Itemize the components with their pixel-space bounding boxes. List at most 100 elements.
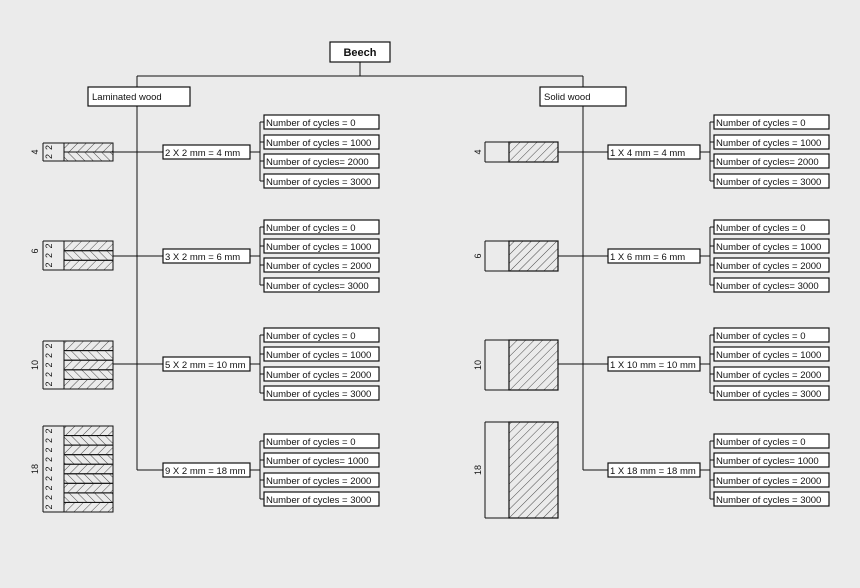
layer-label: 2	[44, 466, 54, 471]
cycle-label: Number of cycles = 2000	[716, 261, 821, 272]
cycle-box	[263, 327, 380, 343]
cycle-label: Number of cycles = 0	[716, 223, 806, 234]
root-label: Beech	[343, 47, 376, 59]
layer-label: 2	[44, 243, 54, 248]
wood-layer	[63, 501, 114, 513]
cycle-label: Number of cycles= 3000	[716, 281, 819, 292]
specimen-label: 1 X 4 mm = 4 mm	[610, 148, 685, 159]
wood-layer	[63, 151, 114, 162]
cycle-label: Number of cycles = 2000	[716, 370, 821, 381]
specimen-label: 1 X 10 mm = 10 mm	[610, 360, 696, 371]
thickness-label: 18	[473, 465, 483, 475]
cycle-box	[263, 153, 380, 169]
cycle-box	[263, 173, 380, 189]
cycle-label: Number of cycles = 0	[266, 331, 356, 342]
cycle-box	[713, 327, 830, 343]
solid-specimen	[508, 421, 559, 519]
layer-label: 2	[44, 372, 54, 377]
cycle-label: Number of cycles = 3000	[716, 389, 821, 400]
solid-group-10: 10 1 X 10 mm = 10 mm Number of cycles = …	[473, 327, 830, 401]
cycle-label: Number of cycles = 1000	[716, 138, 821, 149]
layer-label: 2	[44, 428, 54, 433]
wood-layer	[63, 142, 114, 153]
wood-layer	[63, 473, 114, 484]
thickness-label: 10	[30, 360, 40, 370]
layer-label: 2	[44, 438, 54, 443]
layer-label: 2	[44, 253, 54, 258]
wood-layer	[63, 425, 114, 437]
specimen-label: 1 X 6 mm = 6 mm	[610, 252, 685, 263]
cycle-label: Number of cycles= 2000	[266, 157, 369, 168]
cycle-label: Number of cycles = 2000	[266, 476, 371, 487]
cycle-label: Number of cycles = 1000	[266, 242, 371, 253]
layer-label: 2	[44, 145, 54, 150]
cycle-box	[713, 134, 830, 150]
cycle-label: Number of cycles = 0	[266, 223, 356, 234]
cycle-label: Number of cycles = 1000	[266, 350, 371, 361]
cycle-box	[713, 257, 830, 273]
cycle-label: Number of cycles = 1000	[266, 138, 371, 149]
cycle-box	[713, 472, 830, 488]
cycle-box	[263, 472, 380, 488]
cycle-label: Number of cycles = 0	[716, 437, 806, 448]
thickness-label: 18	[30, 464, 40, 474]
layer-label: 2	[44, 495, 54, 500]
wood-layer	[63, 492, 114, 503]
thickness-label: 4	[30, 149, 40, 154]
cycle-label: Number of cycles = 2000	[266, 261, 371, 272]
wood-layer	[63, 444, 114, 456]
cycle-label: Number of cycles = 0	[266, 118, 356, 129]
branch-solid: Solid wood 4 1 X 4 mm = 4 mm Number of c…	[473, 86, 830, 519]
cycle-label: Number of cycles = 3000	[716, 495, 821, 506]
layer-label: 2	[44, 381, 54, 386]
layer-label: 2	[44, 447, 54, 452]
cycle-label: Number of cycles = 3000	[266, 495, 371, 506]
cycle-box	[263, 134, 380, 150]
layer-label: 2	[44, 343, 54, 348]
wood-layer	[63, 463, 114, 475]
cycle-label: Number of cycles = 1000	[716, 242, 821, 253]
wood-layer	[63, 435, 114, 446]
thickness-label: 4	[473, 149, 483, 154]
cycle-box	[713, 491, 830, 507]
lamination-label: 9 X 2 mm = 18 mm	[165, 466, 246, 477]
lamination-label: 2 X 2 mm = 4 mm	[165, 148, 240, 159]
branch-label-solid: Solid wood	[544, 92, 590, 103]
wood-layer	[63, 250, 114, 261]
wood-layer	[63, 369, 114, 380]
cycle-label: Number of cycles = 2000	[716, 476, 821, 487]
lamination-label: 5 X 2 mm = 10 mm	[165, 360, 246, 371]
layer-label: 2	[44, 262, 54, 267]
cycle-box	[263, 277, 380, 293]
branch-label-laminated: Laminated wood	[92, 92, 162, 103]
layer-label: 2	[44, 457, 54, 462]
cycle-label: Number of cycles = 3000	[266, 389, 371, 400]
branch-box-laminated	[87, 86, 191, 107]
cycle-box	[713, 173, 830, 189]
solid-specimen	[508, 141, 559, 163]
cycle-box	[263, 114, 380, 130]
layer-label: 2	[44, 353, 54, 358]
layer-label: 2	[44, 362, 54, 367]
cycle-box	[263, 238, 380, 254]
cycle-label: Number of cycles = 3000	[716, 177, 821, 188]
wood-layer	[63, 350, 114, 361]
cycle-box	[263, 257, 380, 273]
cycle-box	[713, 346, 830, 362]
cycle-label: Number of cycles = 0	[266, 437, 356, 448]
layer-label: 2	[44, 154, 54, 159]
cycle-box	[713, 433, 830, 449]
wood-layer	[63, 259, 114, 271]
cycle-box	[713, 366, 830, 382]
cycle-box	[263, 346, 380, 362]
layer-label: 2	[44, 476, 54, 481]
cycle-label: Number of cycles = 1000	[716, 350, 821, 361]
cycle-box	[263, 366, 380, 382]
wood-layer	[63, 359, 114, 371]
cycle-box	[263, 452, 380, 468]
cycle-box	[713, 277, 830, 293]
cycle-box	[713, 238, 830, 254]
thickness-label: 10	[473, 360, 483, 370]
wood-layer	[63, 378, 114, 390]
